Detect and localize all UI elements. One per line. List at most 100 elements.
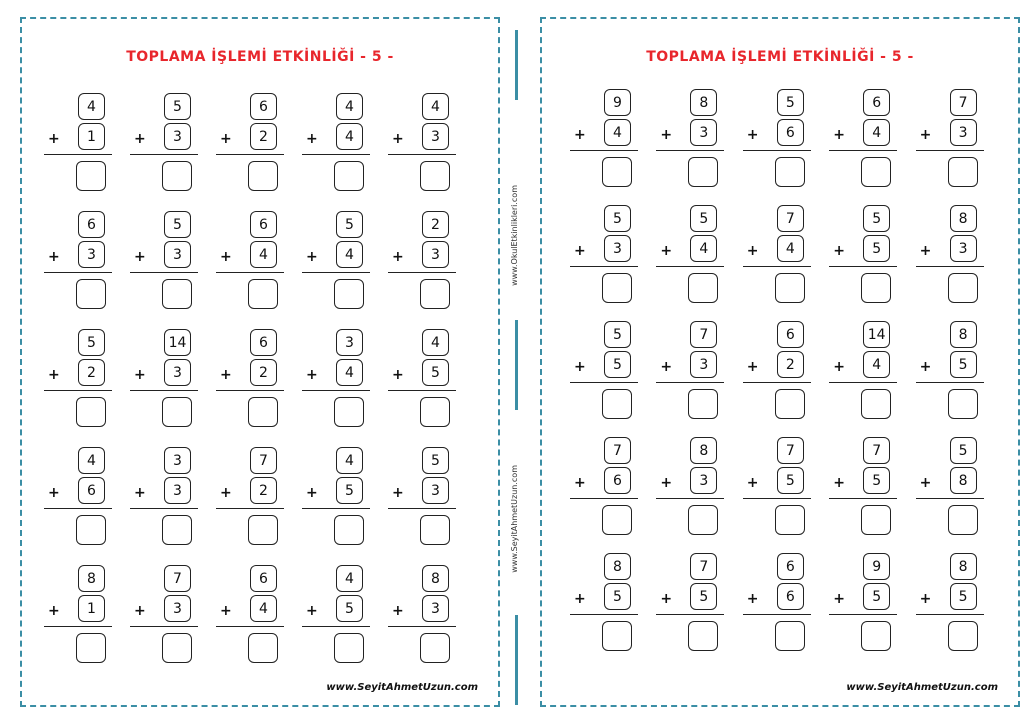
answer-box[interactable] [947,273,978,303]
answer-box[interactable] [76,161,106,191]
sum-line [829,150,898,151]
sum-line [130,390,198,391]
first-addend: 8 [604,553,631,580]
answer-box[interactable] [162,279,192,309]
answer-box[interactable] [248,397,278,427]
answer-box[interactable] [947,621,978,651]
first-addend: 6 [78,211,105,238]
first-addend: 6 [250,329,277,356]
second-addend: 5 [776,467,804,494]
answer-box[interactable] [688,621,719,651]
plus-sign: + [306,131,318,147]
answer-box[interactable] [248,515,278,545]
answer-box[interactable] [947,505,978,535]
answer-box[interactable] [947,157,978,187]
sum-line [829,382,898,383]
second-addend: 3 [78,241,105,268]
answer-box[interactable] [420,515,450,545]
second-addend: 5 [863,583,891,610]
plus-sign: + [833,591,845,607]
answer-box[interactable] [861,389,892,419]
answer-box[interactable] [688,273,719,303]
answer-box[interactable] [774,157,805,187]
answer-box[interactable] [774,621,805,651]
answer-box[interactable] [248,161,278,191]
answer-box[interactable] [334,633,364,663]
center-divider-line [515,320,518,410]
answer-box[interactable] [162,515,192,545]
answer-box[interactable] [774,505,805,535]
answer-box[interactable] [420,397,450,427]
answer-box[interactable] [76,397,106,427]
second-addend: 3 [164,241,191,268]
sum-line [388,390,456,391]
sum-line [742,382,811,383]
answer-box[interactable] [602,157,632,187]
second-addend: 4 [863,351,891,378]
plus-sign: + [48,131,60,147]
second-addend: 1 [78,595,105,622]
answer-box[interactable] [861,157,892,187]
first-addend: 5 [422,447,449,474]
plus-sign: + [48,603,60,619]
answer-box[interactable] [334,279,364,309]
first-addend: 5 [604,205,631,232]
answer-box[interactable] [688,389,719,419]
answer-box[interactable] [76,515,106,545]
answer-box[interactable] [774,389,805,419]
second-addend: 2 [250,477,277,504]
plus-sign: + [48,367,60,383]
answer-box[interactable] [688,505,719,535]
second-addend: 6 [78,477,105,504]
plus-sign: + [392,485,404,501]
answer-box[interactable] [248,279,278,309]
second-addend: 3 [164,359,191,386]
answer-box[interactable] [602,273,632,303]
answer-box[interactable] [334,515,364,545]
sum-line [656,266,725,267]
answer-box[interactable] [602,505,632,535]
center-divider-line [515,30,518,100]
answer-box[interactable] [420,279,450,309]
answer-box[interactable] [248,633,278,663]
plus-sign: + [660,359,673,375]
answer-box[interactable] [420,633,450,663]
sum-line [915,150,984,151]
answer-box[interactable] [602,621,632,651]
answer-box[interactable] [334,397,364,427]
first-addend: 3 [336,329,363,356]
first-addend: 5 [949,437,977,464]
answer-box[interactable] [688,157,719,187]
sum-line [130,508,198,509]
answer-box[interactable] [947,389,978,419]
answer-box[interactable] [162,397,192,427]
first-addend: 9 [863,553,891,580]
sum-line [742,614,811,615]
answer-box[interactable] [602,389,632,419]
center-divider-line [515,615,518,705]
answer-box[interactable] [861,273,892,303]
answer-box[interactable] [334,161,364,191]
answer-box[interactable] [861,505,892,535]
sum-line [570,498,638,499]
plus-sign: + [746,591,759,607]
answer-box[interactable] [76,279,106,309]
answer-box[interactable] [774,273,805,303]
answer-box[interactable] [162,633,192,663]
first-addend: 4 [336,447,363,474]
sum-line [570,382,638,383]
answer-box[interactable] [861,621,892,651]
second-addend: 1 [78,123,105,150]
answer-box[interactable] [76,633,106,663]
second-addend: 4 [863,119,891,146]
answer-box[interactable] [420,161,450,191]
plus-sign: + [306,249,318,265]
answer-box[interactable] [162,161,192,191]
